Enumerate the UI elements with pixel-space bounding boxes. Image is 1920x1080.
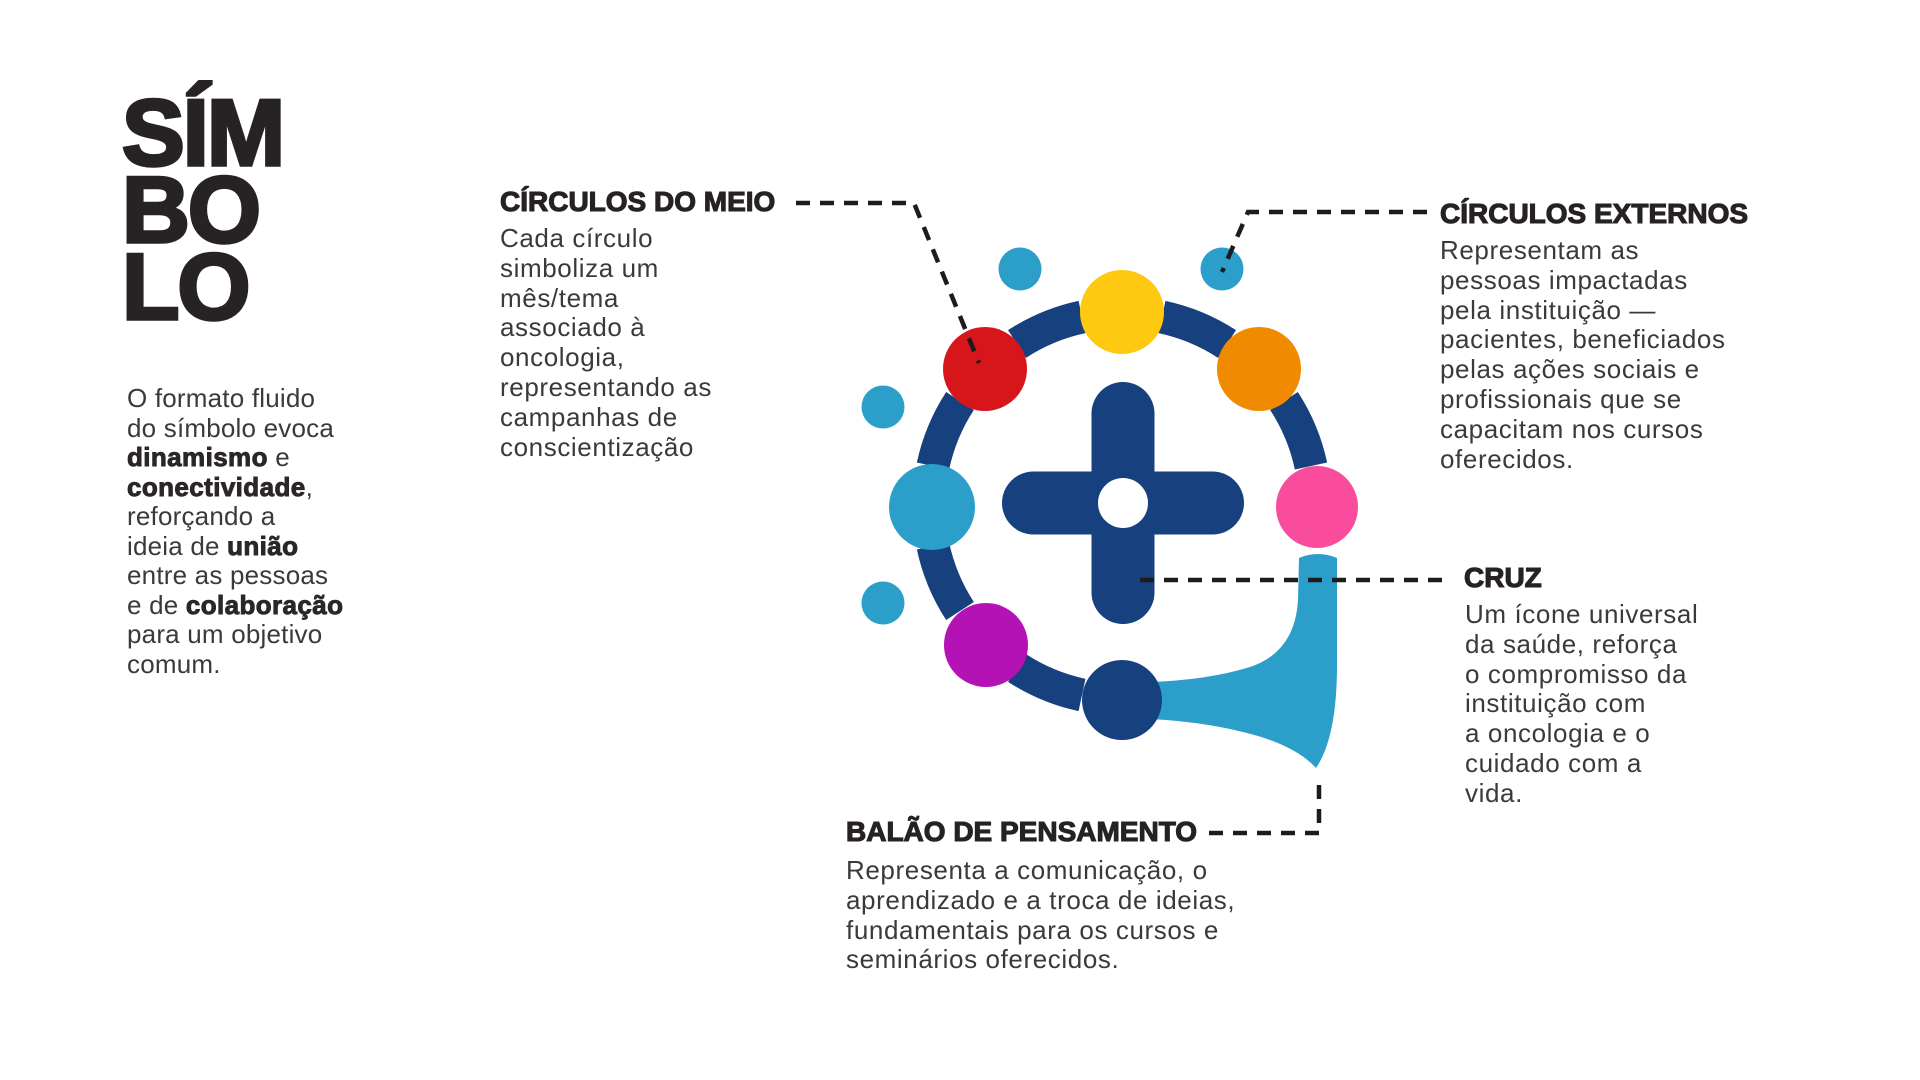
heading-circulos-do-meio: CÍRCULOS DO MEIO <box>499 185 776 217</box>
intro-text-segment: para um objetivo comum. <box>127 619 323 679</box>
intro-text-segment: e <box>275 442 290 472</box>
intro-text-segment: O formato fluido do símbolo evoca <box>127 383 334 443</box>
body-cruz: Um ícone universal da saúde, reforça o c… <box>1465 599 1699 808</box>
ring-arc-top-left <box>1008 300 1086 359</box>
page-title: SÍM BO LO <box>120 80 287 339</box>
outer-circle-top-left <box>998 247 1042 291</box>
outer-circles <box>861 247 1244 625</box>
intro-text-segment: , reforçando a ideia de <box>127 471 314 561</box>
outer-circle-left-upper <box>861 385 905 429</box>
leader-circulos-do-meio <box>796 200 982 364</box>
ring-arc-right-upper <box>1269 392 1328 470</box>
intro-bold-conectividade: conectividade <box>127 471 306 502</box>
ring-arc-left-lower <box>916 542 975 620</box>
heading-cruz: CRUZ <box>1463 561 1542 593</box>
intro-bold-dinamismo: dinamismo <box>127 442 268 472</box>
intro-paragraph: O formato fluido do símbolo evoca dinami… <box>127 383 427 679</box>
middle-circle-navy <box>1082 660 1162 740</box>
leader-balao <box>1209 779 1322 836</box>
leader-circulos-externos <box>1219 209 1427 273</box>
ring-arc-left-upper <box>916 392 975 470</box>
middle-circle-magenta <box>944 603 1028 687</box>
heading-circulos-externos: CÍRCULOS EXTERNOS <box>1439 197 1749 229</box>
body-circulos-externos: Representam as pessoas impactadas pela i… <box>1440 235 1726 474</box>
ring-arc-bottom-left <box>1008 653 1086 712</box>
intro-bold-uniao: união <box>227 530 299 561</box>
middle-circle-lightblue <box>889 464 975 550</box>
intro-text-segment: entre as pessoas e de <box>127 560 329 620</box>
middle-circle-red <box>943 327 1027 411</box>
middle-circle-orange <box>1217 327 1301 411</box>
middle-circle-yellow <box>1080 270 1164 354</box>
heading-balao-de-pensamento: BALÃO DE PENSAMENTO <box>845 815 1198 847</box>
ring-arcs <box>916 300 1328 712</box>
leader-lines <box>796 200 1452 836</box>
body-circulos-do-meio: Cada círculo simboliza um mês/tema assoc… <box>500 223 712 462</box>
cross-center-dot <box>1098 478 1148 528</box>
outer-circle-left-lower <box>861 581 905 625</box>
body-balao-de-pensamento: Representa a comunicação, o aprendizado … <box>846 855 1236 975</box>
middle-circle-pink <box>1276 466 1358 548</box>
thought-balloon-tail <box>1150 554 1337 768</box>
ring-arc-top-right <box>1158 300 1236 359</box>
intro-bold-colaboracao: colaboração <box>185 589 344 620</box>
